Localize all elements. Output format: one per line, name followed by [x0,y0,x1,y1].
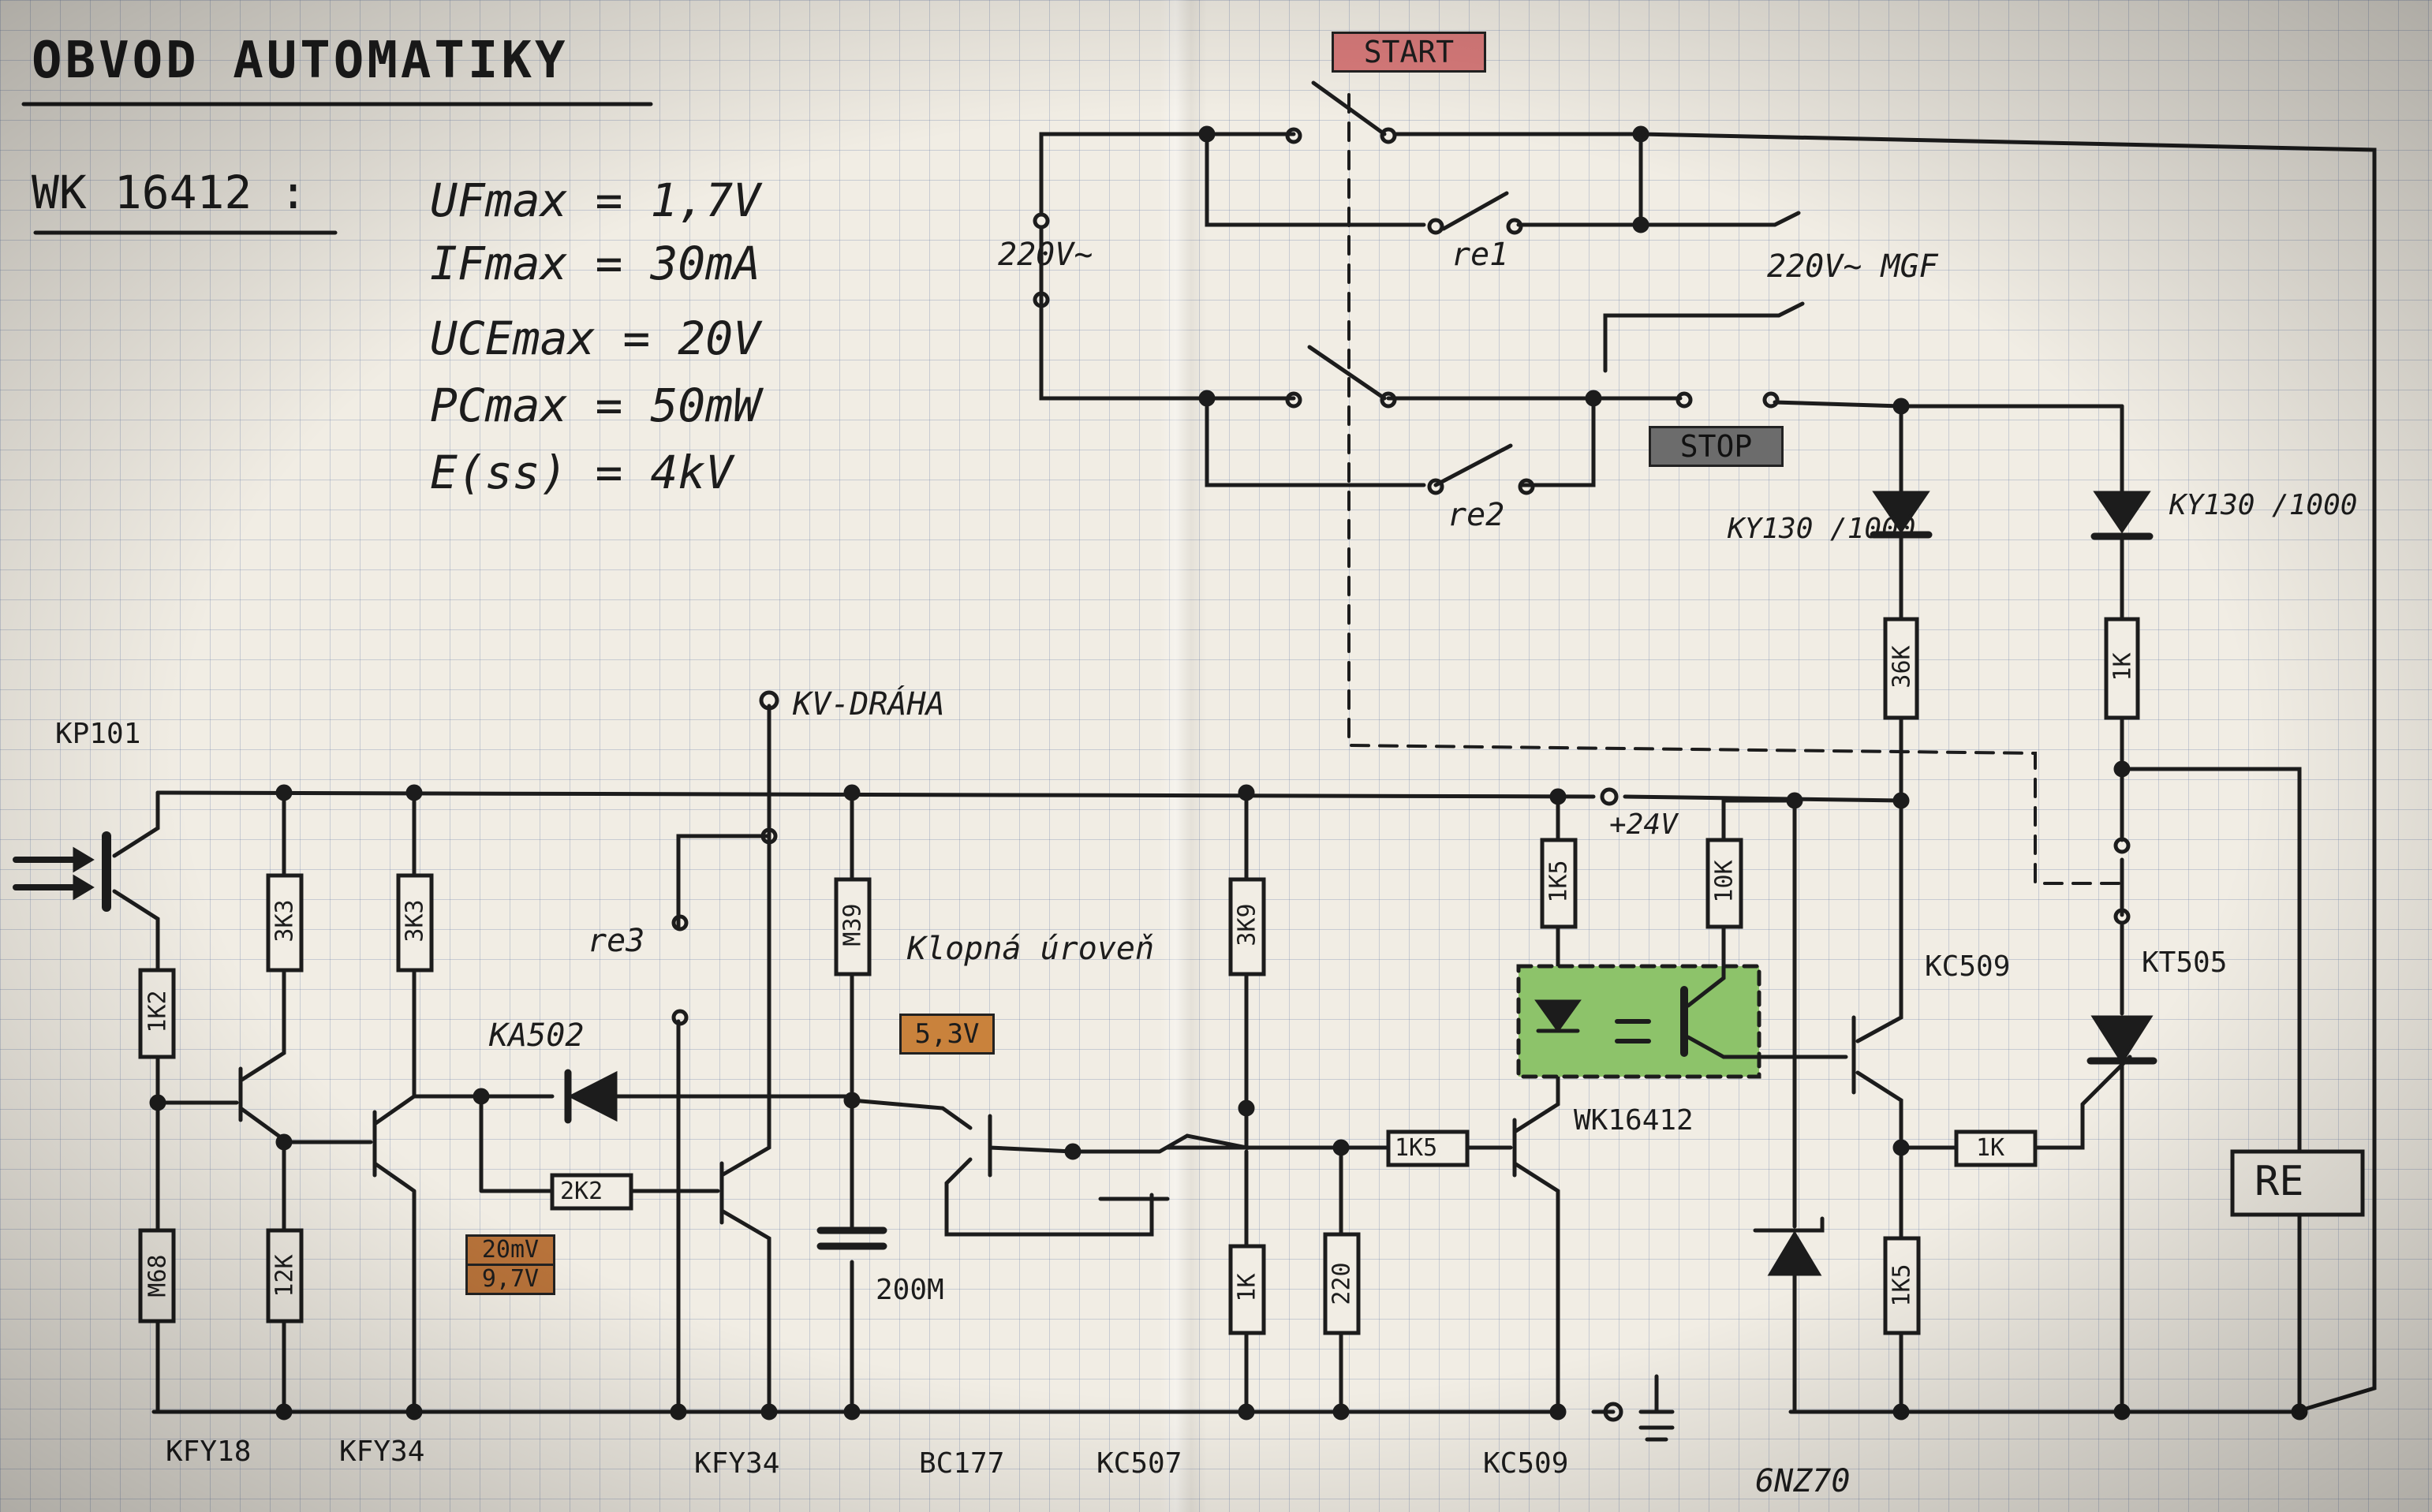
ky130-left-label: KY130 /1000 [1728,513,1916,545]
opto-name-label: WK16412 [1574,1104,1694,1137]
voltage-tag-line2: 9,7V [465,1264,555,1295]
res-1k5-c-label: 1K5 [1888,1264,1916,1307]
opto-param-uf: UFmax = 1,7V [430,174,761,227]
kc509-a-label: KC509 [1483,1447,1569,1480]
res-m39-label: M39 [839,903,867,946]
res-1k5-a-label: 1K5 [1395,1134,1438,1162]
res-220-label: 220 [1328,1262,1356,1305]
re1-label: re1 [1451,237,1509,273]
mgf-output-wire [1603,211,1805,373]
bc177-label: BC177 [919,1447,1005,1480]
kv-draha-label: KV-DRÁHA [793,686,945,722]
res-1k-a-label: 1K [1233,1273,1261,1302]
stop-button-tag: STOP [1649,426,1784,467]
res-12k-label: 12K [271,1254,299,1297]
res-1k-b-label: 1K [2109,652,2137,681]
re2-contact [1205,396,1596,487]
top-bus-wire [1638,132,2377,1414]
res-3k9-label: 3K9 [1233,903,1261,946]
page-title: OBVOD AUTOMATIKY [32,32,569,90]
res-3k3-a-label: 3K3 [271,899,299,943]
ky130-right-branch [2120,404,2302,1154]
kfy34-b-label: KFY34 [694,1447,780,1480]
res-1k-c-label: 1K [1976,1134,2005,1162]
relay-box [2230,1149,2365,1217]
kp101-label: KP101 [55,718,141,750]
start-switch [1205,80,1643,136]
res-1k5-b-label: 1K5 [1545,860,1573,903]
kc509-b-label: KC509 [1925,950,2011,983]
opto-spec-name: WK 16412 : [32,166,308,219]
voltage-tag-line1: 20mV [465,1234,555,1266]
capacitor-label: 200M [876,1274,944,1306]
ky130-right-label: KY130 /1000 [2169,489,2358,521]
threshold-value-tag: 5,3V [899,1014,995,1055]
kfy18-label: KFY18 [166,1435,252,1468]
opto-param-uce: UCEmax = 20V [430,312,761,365]
mains-terminal-top [1033,212,1050,230]
start-button-tag: START [1332,32,1486,73]
re3-label: re3 [588,923,645,959]
mains-supply-label: 220V~ [998,237,1093,273]
zener-label: 6NZ70 [1755,1463,1851,1499]
threshold-label: Klopná úroveň [907,931,1155,967]
re2-label: re2 [1448,497,1505,533]
paper-fold [1160,0,1207,1512]
kc507-label: KC507 [1096,1447,1182,1480]
mgf-output-label: 220V~ MGF [1767,248,1938,285]
res-3k3-b-label: 3K3 [401,899,429,943]
res-36k-label: 36K [1888,645,1916,689]
res-10k-label: 10K [1710,860,1739,903]
res-2k2-label: 2K2 [560,1178,603,1205]
mechanical-link-dashed [1347,93,2124,885]
kfy34-a-label: KFY34 [339,1435,425,1468]
supply-24v-label: +24V [1609,808,1678,841]
opto-param-e: E(ss) = 4kV [430,446,734,499]
res-m68-label: M68 [144,1254,172,1297]
ka502-label: KA502 [489,1017,585,1054]
opto-param-pc: PCmax = 50mW [430,379,761,432]
re1-contact [1205,132,1643,231]
stop-switch-wires [1205,345,1596,401]
kp101-wires [112,790,160,973]
res-1k2-label: 1K2 [144,990,172,1033]
opto-param-if: IFmax = 30mA [430,237,761,290]
relay-box-label: RE [2255,1158,2304,1205]
kt505-label: KT505 [2142,946,2228,979]
